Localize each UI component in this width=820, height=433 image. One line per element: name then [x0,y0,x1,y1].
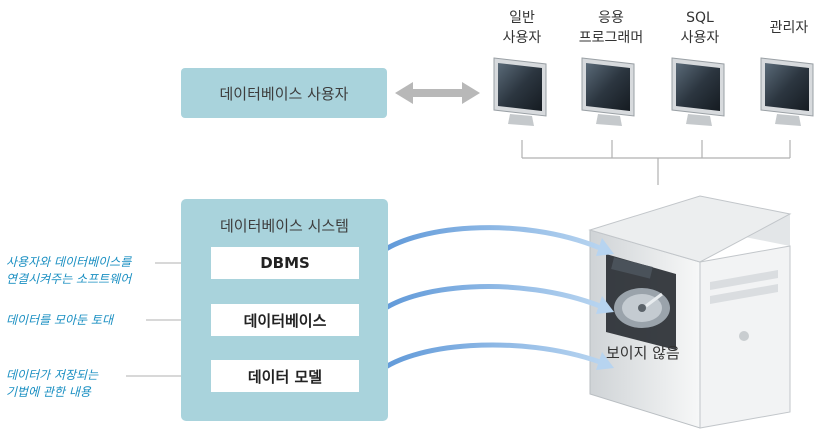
data-model-box: 데이터 모델 [211,360,359,392]
monitor-icon [760,57,814,126]
role-line2: 프로그래머 [578,30,644,46]
role-line2: 사용자 [502,30,542,46]
role-label-admin: 관리자 [749,18,820,38]
bidirectional-arrow-icon [395,82,480,104]
annotation-line1: 사용자와 데이터베이스를 [6,255,132,269]
role-line1: 일반 [509,10,535,26]
role-label-app-programmer: 응용 프로그래머 [566,8,656,48]
annotation-dbms: 사용자와 데이터베이스를 연결시켜주는 소프트웨어 [6,254,131,288]
dbms-label: DBMS [260,254,310,272]
hard-disk-icon [611,257,670,328]
database-box: 데이터베이스 [211,304,359,336]
database-user-label: 데이터베이스 사용자 [219,84,349,103]
database-system-title: 데이터베이스 시스템 [220,217,349,235]
database-label: 데이터베이스 [243,311,327,330]
database-user-box: 데이터베이스 사용자 [181,68,387,118]
monitor-icon [493,57,547,126]
server-caption: 보이지 않음 [606,344,680,362]
database-system-panel: 데이터베이스 시스템 DBMS 데이터베이스 데이터 모델 [181,199,388,421]
role-label-sql-user: SQL 사용자 [660,8,740,48]
role-label-general-user: 일반 사용자 [482,8,562,48]
role-line1: 관리자 [769,20,809,36]
monitor-icon [581,57,635,126]
dbms-box: DBMS [211,247,359,279]
monitor-icon [671,57,725,126]
annotation-line2: 연결시켜주는 소프트웨어 [6,272,132,286]
annotation-line1: 데이터가 저장되는 [6,368,99,382]
annotation-database: 데이터를 모아둔 토대 [6,312,113,329]
role-line1: SQL [686,10,714,26]
curved-arrow-icon [372,225,603,378]
network-connector [521,140,791,185]
role-line1: 응용 [598,10,624,26]
server-tower-icon [588,195,792,429]
data-model-label: 데이터 모델 [247,367,323,386]
annotation-line2: 기법에 관한 내용 [6,385,91,399]
role-line2: 사용자 [680,30,720,46]
arrow-heads [596,238,614,370]
annotation-line1: 데이터를 모아둔 토대 [6,313,113,327]
annotation-data-model: 데이터가 저장되는 기법에 관한 내용 [6,367,98,401]
